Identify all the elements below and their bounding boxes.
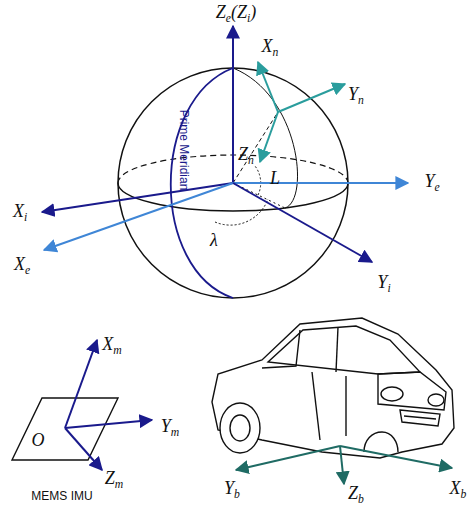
axis-label: Xb [450,479,467,500]
axis-label: Yn [348,85,364,106]
axis-label: Yi [377,273,390,294]
origin-label: O [32,431,45,449]
axis-label: Ye [424,172,439,193]
frame-axes [42,26,408,262]
axis-label: Xe [14,255,30,276]
axis-label: Zm [105,469,123,490]
car-illustration [212,318,454,458]
meridian-label: Prime Meridian [178,110,190,191]
axis-label: Yb [224,479,240,500]
axis-label: Zb [348,485,364,506]
axis-label: Xi [13,202,27,223]
car-axes [236,446,452,484]
axis-label: Zn [238,145,254,166]
angle-label: L [270,169,280,187]
axis-label: Ze(Zi) [216,3,256,24]
axis-label: Xn [262,37,279,58]
axis-label: Ym [161,417,179,438]
device-caption: MEMS IMU [31,490,92,502]
angle-label: λ [210,231,218,249]
imu-plate [12,340,152,470]
axis-label: Xm [102,335,121,356]
